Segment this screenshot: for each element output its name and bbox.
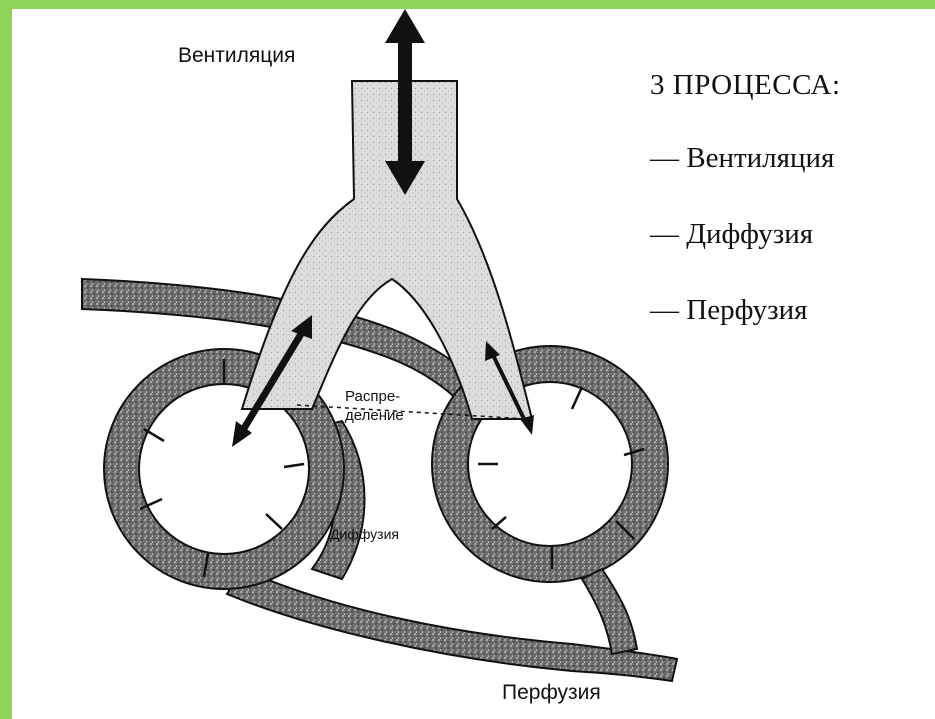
perfusion-label: Перфузия [502, 681, 601, 705]
diagram-frame: Вентиляция Распре- деление Диффузия Перф… [12, 9, 935, 719]
airway [242, 81, 532, 419]
distribution-label-line1: Распре- [345, 387, 404, 406]
diffusion-label: Диффузия [330, 526, 399, 542]
blood-vessel-right-tail [582, 569, 637, 654]
processes-legend: 3 ПРОЦЕССА: — Вентиляция — Диффузия — Пе… [650, 69, 841, 328]
distribution-label-line2: деление [345, 406, 404, 425]
legend-item-ventilation: — Вентиляция [650, 140, 841, 176]
legend-item-perfusion: — Перфузия [650, 292, 841, 328]
legend-title: 3 ПРОЦЕССА: [650, 69, 841, 102]
legend-list: — Вентиляция — Диффузия — Перфузия [650, 140, 841, 328]
legend-item-diffusion: — Диффузия [650, 216, 841, 252]
ventilation-label: Вентиляция [178, 44, 295, 68]
distribution-label: Распре- деление [345, 387, 404, 425]
